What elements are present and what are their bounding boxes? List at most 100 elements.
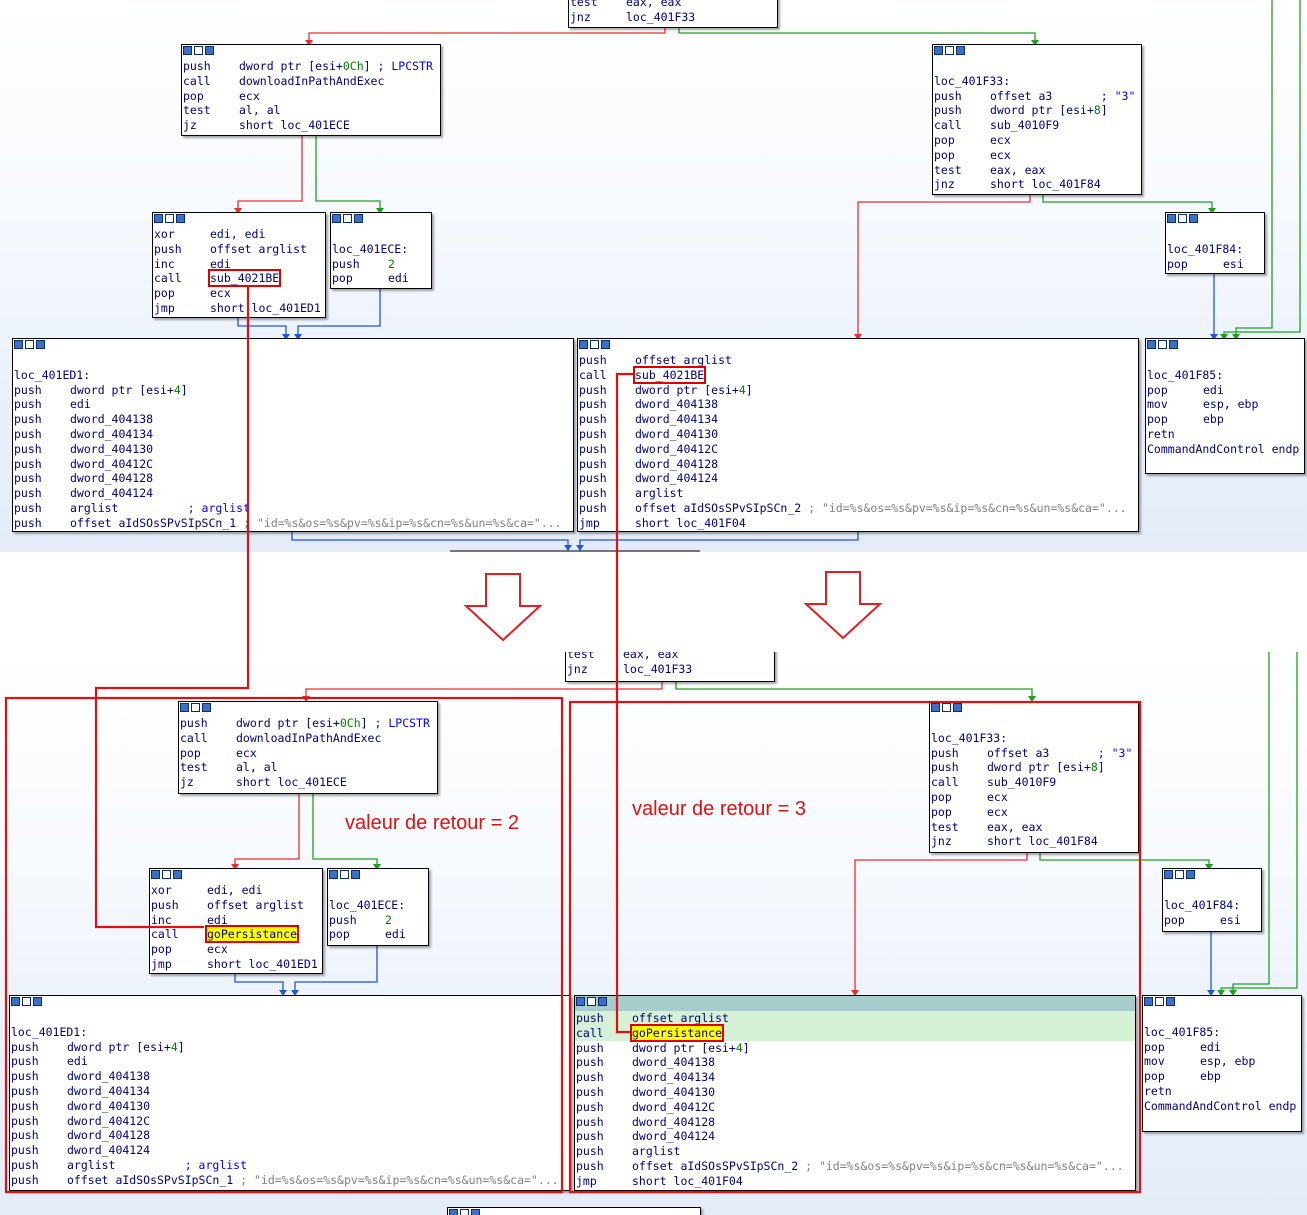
- graph-icon: [154, 214, 163, 223]
- call-target-sub-4021be[interactable]: sub_4021BE: [207, 269, 282, 288]
- graph-edges-top: [234, 0, 1301, 552]
- down-arrow-icon: [803, 571, 883, 640]
- chart-icon: [162, 870, 171, 879]
- grid-icon: [173, 870, 182, 879]
- chart-icon: [945, 46, 954, 55]
- chart-icon: [1175, 870, 1184, 879]
- call-target-sub-4021be[interactable]: sub_4021BE: [632, 365, 707, 384]
- grid-icon: [471, 1209, 480, 1215]
- graph-icon: [934, 46, 943, 55]
- grid-icon: [36, 340, 45, 349]
- code-label: loc_401F84:: [1167, 241, 1244, 256]
- graph-icon: [14, 340, 23, 349]
- call-target-gopersistance[interactable]: goPersistance: [204, 925, 300, 944]
- graph-icon: [183, 46, 192, 55]
- graph-icon: [576, 997, 585, 1006]
- grid-icon: [354, 214, 363, 223]
- grid-icon: [953, 703, 962, 712]
- code-block-partial-bottom[interactable]: [447, 1207, 701, 1215]
- graph-icon: [1164, 870, 1173, 879]
- code-label: loc_401F33:: [934, 73, 1011, 88]
- code-label: loc_401F84:: [1164, 897, 1241, 912]
- block-header-icons: [332, 214, 431, 225]
- code-label: loc_401ED1:: [14, 367, 91, 382]
- call-target-gopersistance[interactable]: goPersistance: [629, 1023, 725, 1042]
- code-label: loc_401F85:: [1144, 1024, 1221, 1039]
- graph-icon: [1144, 997, 1153, 1006]
- grid-icon: [956, 46, 965, 55]
- grid-icon: [205, 46, 214, 55]
- annotation-return-value-2: valeur de retour = 2: [345, 812, 519, 834]
- graph-icon: [579, 340, 588, 349]
- chart-icon: [340, 870, 349, 879]
- code-label: loc_401ECE:: [332, 241, 409, 256]
- block-header-icons: [14, 340, 573, 351]
- chart-icon: [460, 1209, 469, 1215]
- down-arrow-icon: [463, 573, 543, 642]
